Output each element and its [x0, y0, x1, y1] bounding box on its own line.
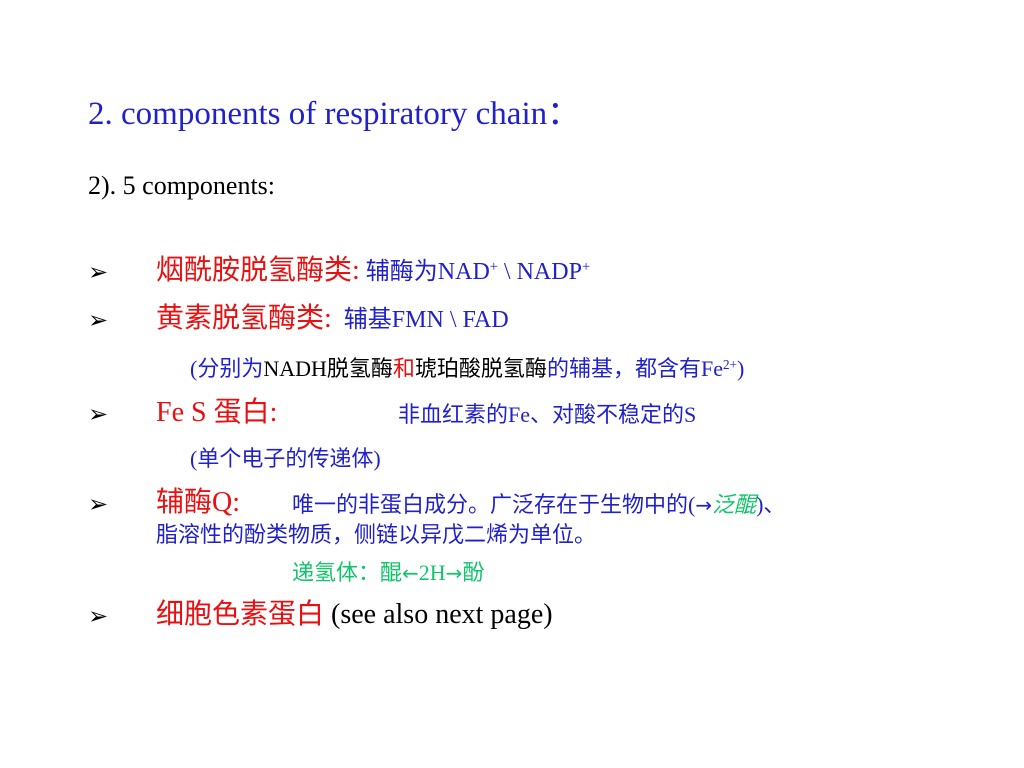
- arrow-right-icon: →: [695, 493, 713, 517]
- carrier-a: 递氢体：醌: [292, 560, 403, 585]
- note-close: ): [736, 356, 745, 381]
- coq-carrier: 递氢体：醌←2H→酚: [292, 556, 484, 590]
- item-cytochrome: 细胞色素蛋白 (see also next page): [156, 598, 553, 633]
- nad-sep: \: [497, 259, 517, 285]
- bullet-marker: ➢: [88, 260, 109, 286]
- desc-a: 唯一的非蛋白成分。广泛存在于生物中的(: [292, 492, 696, 517]
- note-fe: Fe: [700, 356, 723, 381]
- slide-subtitle: 2). 5 components:: [88, 171, 276, 200]
- desc-b: 、对酸不稳定的: [530, 402, 685, 427]
- nad-sup: +: [489, 259, 498, 276]
- item-coenzyme-q: 辅酶Q:: [156, 486, 240, 521]
- nadp-sup: +: [581, 259, 591, 276]
- item-fe-s-protein: Fe S 蛋白:: [156, 396, 277, 431]
- fe-s-desc: 非血红素的Fe、对酸不稳定的S: [398, 398, 696, 432]
- desc-fe: Fe: [508, 402, 531, 427]
- item-nicotinamide-dehydrogenase: 烟酰胺脱氢酶类: 辅酶为NAD+ \ NADP+: [156, 254, 590, 289]
- carrier-b: 酚: [462, 560, 485, 585]
- item-term: 烟酰胺脱氢酶类: [156, 255, 353, 286]
- item-colon: :: [352, 255, 360, 286]
- coq-desc-line2: 脂溶性的酚类物质，侧链以异戊二烯为单位。: [156, 522, 597, 547]
- item-term-q: Q: [212, 487, 233, 518]
- item-flavin-dehydrogenase: 黄素脱氢酶类: 辅基FMN \ FAD: [156, 302, 509, 337]
- note-fe-sup: 2+: [722, 356, 737, 372]
- note-nadh: NADH: [263, 356, 327, 381]
- carrier-2h: 2H: [418, 560, 446, 585]
- item-desc-prefix: 辅基: [343, 307, 392, 333]
- nad-text: NAD: [437, 259, 490, 285]
- bullet-marker: ➢: [88, 402, 109, 428]
- bullet-marker: ➢: [88, 308, 109, 334]
- item-term: 细胞色素蛋白: [156, 599, 325, 630]
- nadp-text: NADP: [516, 259, 582, 285]
- item-desc-prefix: 辅酶为: [365, 259, 438, 285]
- item-colon: :: [232, 487, 241, 518]
- item-note: (see also next page): [324, 599, 553, 630]
- item-desc-value: FMN \ FAD: [391, 307, 509, 333]
- note-rest: 的辅基，都含有: [546, 356, 701, 381]
- item-term: 黄素脱氢酶类: [156, 303, 325, 334]
- note-and: 和: [392, 356, 415, 381]
- note-succinate: 琥珀酸脱氢酶: [414, 356, 547, 381]
- slide-title: 2. components of respiratory chain：: [88, 96, 581, 132]
- flavin-note: (分别为NADH脱氢酶和琥珀酸脱氢酶的辅基，都含有Fe2+): [190, 352, 744, 386]
- item-term-cn: 辅酶: [156, 487, 213, 518]
- arrow-left-icon: ←: [402, 561, 419, 585]
- fe-s-note: (单个电子的传递体): [190, 446, 381, 471]
- bullet-marker: ➢: [88, 492, 109, 518]
- bullet-marker: ➢: [88, 604, 109, 630]
- desc-s: S: [684, 402, 697, 427]
- desc-a: 非血红素的: [398, 402, 509, 427]
- note-dh1: 脱氢酶: [326, 356, 393, 381]
- item-term: Fe S 蛋白: [156, 397, 270, 428]
- desc-b: )、: [756, 492, 786, 517]
- item-colon: :: [269, 397, 278, 428]
- quinone-text: 泛醌: [712, 492, 757, 517]
- arrow-right-icon: →: [445, 561, 463, 585]
- item-colon: :: [324, 303, 332, 334]
- coq-desc: 唯一的非蛋白成分。广泛存在于生物中的(→泛醌)、: [292, 488, 785, 522]
- note-open: (分别为: [190, 356, 264, 381]
